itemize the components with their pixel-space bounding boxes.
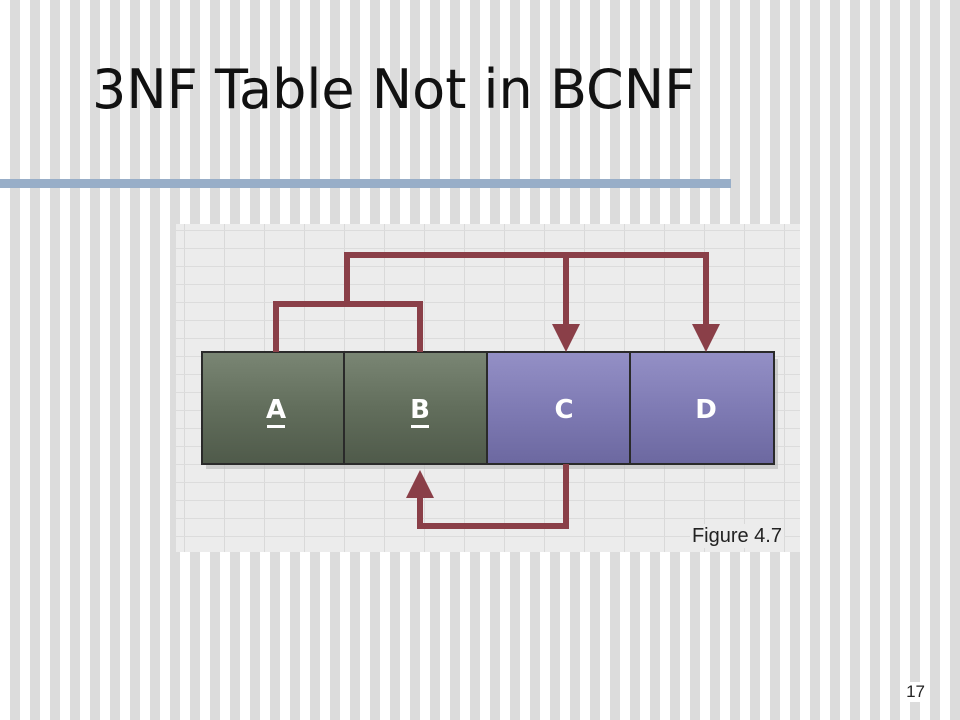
arrowhead-to-d (692, 324, 720, 352)
key-underline-a (267, 425, 285, 428)
page-number: 17 (904, 682, 927, 702)
slide-title: 3NF Table Not in BCNF (92, 58, 696, 121)
figure-caption: Figure 4.7 (689, 524, 784, 548)
cell-a-box (201, 351, 345, 465)
key-underline-b (411, 425, 429, 428)
title-divider (0, 179, 731, 188)
cell-c-box (486, 351, 631, 465)
arrowhead-to-c (552, 324, 580, 352)
arrowhead-to-b (406, 470, 434, 498)
composite-key-bracket (273, 301, 423, 352)
attribute-label-a: A (266, 395, 286, 425)
dependency-diagram: A B C D Figure 4.7 (176, 224, 800, 552)
dependency-diagram-svg: A B C D (201, 252, 778, 529)
cell-b-box (343, 351, 488, 465)
attribute-cell-c: C (486, 351, 631, 465)
attribute-cell-a: A (201, 351, 345, 465)
attribute-label-d: D (695, 395, 717, 425)
attribute-cell-b: B (343, 351, 488, 465)
dependency-c-to-b (406, 464, 569, 529)
cell-d-box (629, 351, 775, 465)
attribute-label-c: C (554, 395, 573, 425)
dependency-ab-to-cd (273, 252, 720, 352)
attribute-label-b: B (410, 395, 430, 425)
dependency-line-c-to-b (417, 464, 569, 529)
attribute-cell-d: D (629, 351, 775, 465)
dependency-line-top (344, 252, 709, 328)
